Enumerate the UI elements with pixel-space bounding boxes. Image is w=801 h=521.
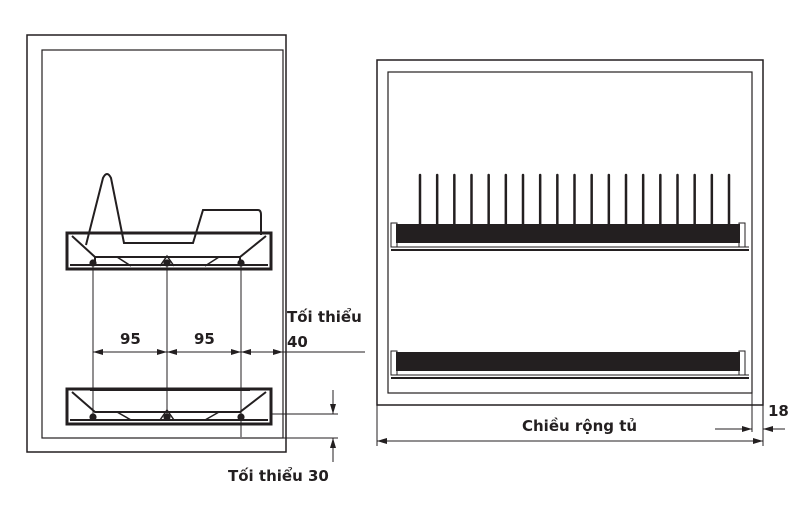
left-cabinet-side-view [26, 34, 287, 453]
min-side-value: 40 [287, 333, 308, 351]
lower-rack-front [390, 350, 749, 379]
panel-thickness-label: 18 [768, 402, 789, 420]
right-cabinet-front-view [376, 59, 764, 406]
spacing-label-1: 95 [120, 330, 141, 348]
upper-rack-side [65, 173, 273, 271]
min-side-label: Tối thiểu [287, 308, 362, 326]
upper-rack-front [390, 173, 749, 251]
lower-rack-side [65, 387, 273, 426]
spacing-label-2: 95 [194, 330, 215, 348]
right-dimensions [376, 393, 785, 446]
cabinet-width-label: Chiều rộng tủ [522, 417, 638, 435]
left-dimensions [92, 266, 365, 462]
min-bottom-label: Tối thiểu 30 [228, 467, 329, 485]
